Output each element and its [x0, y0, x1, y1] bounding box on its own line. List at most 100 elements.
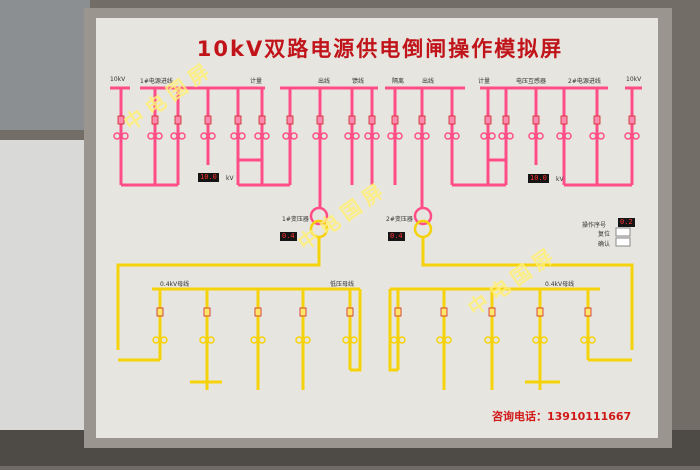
- lv-lamp-a-6: [436, 336, 444, 344]
- lv-lamp-a-1: [199, 336, 207, 344]
- hv-breaker-13: [484, 115, 492, 125]
- hv-lamp-a-13: [480, 132, 488, 140]
- hv-breaker-12: [448, 115, 456, 125]
- hv-lamp-a-7: [312, 132, 320, 140]
- hv-link-5: [238, 150, 264, 162]
- hv-lamp-a-3: [200, 132, 208, 140]
- lv-breaker-9: [584, 307, 592, 317]
- hv-breaker-9: [368, 115, 376, 125]
- label-out-3: 出线: [422, 78, 435, 85]
- hv-lamp-b-3: [208, 132, 216, 140]
- transformer-2-upper: [413, 206, 433, 226]
- hv-lamp-a-17: [589, 132, 597, 140]
- hv-breaker-2: [174, 115, 182, 125]
- lv-lamp-b-0: [160, 336, 168, 344]
- label-low-mid: 低压母线: [330, 281, 355, 288]
- hv-lamp-a-5: [254, 132, 262, 140]
- hv-lamp-b-1: [155, 132, 163, 140]
- hv-breaker-3: [204, 115, 212, 125]
- left-cabinet: [0, 140, 85, 440]
- hv-breaker-10: [391, 115, 399, 125]
- lv-breaker-4: [346, 307, 354, 317]
- readout-hv-left-unit: kV: [226, 175, 234, 182]
- control-label-3: 确认: [598, 241, 611, 248]
- hv-breaker-5: [258, 115, 266, 125]
- hv-breaker-0: [117, 115, 125, 125]
- control-box-1: [615, 227, 631, 237]
- hv-lamp-b-11: [422, 132, 430, 140]
- hv-breaker-4: [234, 115, 242, 125]
- label-meter-left: 计量: [250, 78, 263, 85]
- control-label-1: 操作序号: [582, 222, 607, 229]
- control-readout: 0.2: [618, 218, 635, 227]
- board-title: 10kV双路电源供电倒闸操作模拟屏: [196, 37, 564, 61]
- label-transformer-2: 2#变压器: [386, 216, 413, 223]
- lv-lamp-b-7: [492, 336, 500, 344]
- hv-lamp-b-8: [352, 132, 360, 140]
- hv-lamp-a-10: [387, 132, 395, 140]
- hv-lamp-b-4: [238, 132, 246, 140]
- label-incoming-1: 1#电源进线: [140, 78, 173, 85]
- hv-breaker-16: [560, 115, 568, 125]
- left-window: [0, 0, 90, 130]
- control-label-2: 复位: [598, 231, 611, 238]
- hv-lamp-a-15: [528, 132, 536, 140]
- lv-left-feed: [116, 237, 321, 350]
- lv-breaker-0: [156, 307, 164, 317]
- lv-lamp-a-3: [295, 336, 303, 344]
- hv-breaker-18: [628, 115, 636, 125]
- hv-lamp-b-2: [178, 132, 186, 140]
- transformer-1-upper: [309, 206, 329, 226]
- hv-lamp-b-13: [488, 132, 496, 140]
- lv-lamp-b-2: [258, 336, 266, 344]
- label-tie: 隔离: [392, 78, 405, 85]
- hv-lamp-b-10: [395, 132, 403, 140]
- hv-breaker-11: [418, 115, 426, 125]
- readout-hv-left: 10.0: [198, 173, 219, 182]
- hv-lamp-a-8: [344, 132, 352, 140]
- lv-breaker-5: [394, 307, 402, 317]
- lv-lamp-b-9: [588, 336, 596, 344]
- hv-lamp-a-4: [230, 132, 238, 140]
- hv-lamp-a-6: [282, 132, 290, 140]
- label-low-right: 0.4kV母线: [545, 281, 575, 288]
- lv-lamp-b-1: [207, 336, 215, 344]
- hv-lamp-b-15: [536, 132, 544, 140]
- hv-lamp-a-12: [444, 132, 452, 140]
- hv-breaker-17: [593, 115, 601, 125]
- lv-breaker-8: [536, 307, 544, 317]
- readout-hv-right-unit: kV: [556, 176, 564, 183]
- lv-lines: [116, 237, 634, 390]
- hv-breaker-1: [151, 115, 159, 125]
- hv-link-6: [486, 150, 506, 162]
- lv-lamp-b-8: [540, 336, 548, 344]
- label-out-1: 出线: [318, 78, 331, 85]
- hv-breaker-8: [348, 115, 356, 125]
- label-meter-right: 计量: [478, 78, 491, 85]
- hv-lamp-a-0: [113, 132, 121, 140]
- hv-lamp-b-6: [290, 132, 298, 140]
- label-out-2: 馈线: [352, 78, 365, 85]
- label-transformer-1: 1#变压器: [282, 216, 309, 223]
- contact-phone: 咨询电话：13910111667: [492, 410, 632, 423]
- lv-tie-left: [350, 289, 362, 372]
- lv-lamp-a-9: [580, 336, 588, 344]
- hv-lamp-b-16: [564, 132, 572, 140]
- hv-lamp-a-16: [556, 132, 564, 140]
- hv-lamp-a-1: [147, 132, 155, 140]
- hv-breaker-14: [502, 115, 510, 125]
- hv-breaker-15: [532, 115, 540, 125]
- transformer-2-lower: [413, 219, 433, 239]
- lv-right-feed: [421, 237, 634, 350]
- lv-lamp-b-6: [444, 336, 452, 344]
- lv-lamp-b-4: [350, 336, 358, 344]
- hv-lamp-b-0: [121, 132, 129, 140]
- hv-lamp-a-9: [364, 132, 372, 140]
- lv-breaker-1: [203, 307, 211, 317]
- hv-lamp-b-17: [597, 132, 605, 140]
- lv-lamp-b-3: [303, 336, 311, 344]
- label-incoming-2: 2#电源进线: [568, 78, 601, 85]
- lv-lamp-a-4: [342, 336, 350, 344]
- lv-lamp-b-5: [398, 336, 406, 344]
